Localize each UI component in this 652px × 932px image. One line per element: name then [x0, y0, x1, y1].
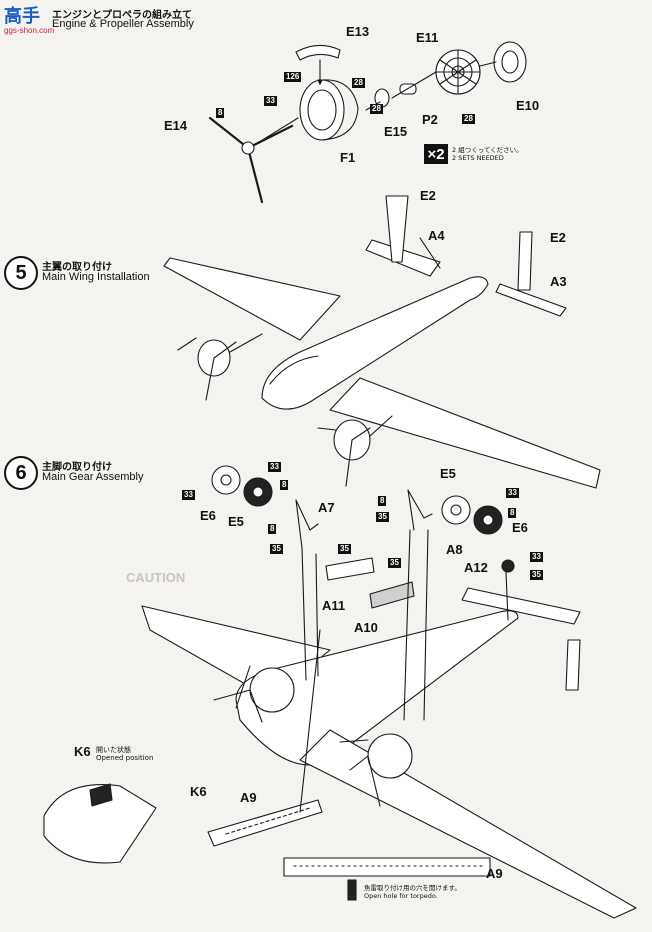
part-k6: K6	[190, 784, 207, 799]
color-code-33: 33	[264, 96, 277, 106]
wing-installation-drawing	[163, 195, 601, 489]
logo-text: 高手	[4, 6, 40, 27]
part-a3: A3	[550, 274, 567, 289]
part-a8: A8	[446, 542, 463, 557]
part-a7: A7	[318, 500, 335, 515]
color-code-35: 35	[376, 512, 389, 522]
part-p2: P2	[422, 112, 438, 127]
color-code-35: 35	[338, 544, 351, 554]
torpedo-note-jp: 魚雷取り付け用の穴を開けます。	[364, 884, 461, 892]
part-e6: E6	[200, 508, 216, 523]
opened-note-en: Opened position	[96, 754, 154, 762]
multiplier-note: 2 組つくってください。 2 SETS NEEDED	[452, 146, 523, 162]
part-a9: A9	[486, 866, 503, 881]
torpedo-note-en: Open hole for torpedo.	[364, 892, 438, 900]
part-a12: A12	[464, 560, 488, 575]
logo-site: ggs-shon.com	[4, 26, 55, 35]
color-code-28: 28	[370, 104, 383, 114]
color-code-126: 126	[284, 72, 302, 82]
part-e10: E10	[516, 98, 540, 113]
color-code-33: 33	[268, 462, 281, 472]
step5-title-en: Main Wing Installation	[42, 271, 150, 283]
part-f1: F1	[340, 150, 356, 165]
part-e6: E6	[512, 520, 528, 535]
color-code-28: 28	[352, 78, 365, 88]
step5-number: 5	[4, 256, 38, 290]
multiplier-note-jp: 2 組つくってください。	[452, 146, 523, 154]
color-code-28: 28	[462, 114, 475, 124]
step5-title-jp: 主翼の取り付け	[42, 262, 112, 273]
watermark-logo: 高手 ggs-shon.com	[4, 2, 54, 35]
step4-title-en: Engine & Propeller Assembly	[52, 18, 194, 30]
multiplier-badge: ×2	[424, 144, 448, 164]
part-e5: E5	[228, 514, 244, 529]
color-code-8: 8	[378, 496, 387, 506]
bleed-through-caution: CAUTION	[126, 570, 186, 585]
part-k6: K6	[74, 744, 91, 759]
part-a9: A9	[240, 790, 257, 805]
color-code-35: 35	[530, 570, 543, 580]
color-code-8: 8	[268, 524, 277, 534]
part-a10: A10	[354, 620, 378, 635]
part-e15: E15	[384, 124, 408, 139]
part-e11: E11	[416, 30, 439, 45]
step6-title-jp: 主脚の取り付け	[42, 462, 112, 473]
multiplier-note-en: 2 SETS NEEDED	[452, 154, 504, 162]
gear-assembly-drawing	[43, 465, 637, 919]
step4-title-jp: エンジンとプロペラの組み立て	[52, 10, 192, 21]
part-e2: E2	[420, 188, 436, 203]
color-code-8: 8	[508, 508, 517, 518]
torpedo-note: 魚雷取り付け用の穴を開けます。 Open hole for torpedo.	[364, 884, 474, 900]
color-code-8: 8	[216, 108, 225, 118]
step6-title-en: Main Gear Assembly	[42, 471, 144, 483]
part-a4: A4	[428, 228, 445, 243]
color-code-8: 8	[280, 480, 289, 490]
part-e14: E14	[164, 118, 188, 133]
color-code-33: 33	[530, 552, 543, 562]
part-e13: E13	[346, 24, 370, 39]
color-code-33: 33	[182, 490, 195, 500]
opened-position-note: 開いた状態 Opened position	[96, 746, 153, 762]
part-e5: E5	[440, 466, 456, 481]
part-a11: A11	[322, 598, 346, 613]
part-e2: E2	[550, 230, 566, 245]
color-code-33: 33	[506, 488, 519, 498]
engine-assembly-drawing	[208, 41, 527, 204]
opened-note-jp: 開いた状態	[96, 746, 131, 754]
color-code-35: 35	[388, 558, 401, 568]
step6-number: 6	[4, 456, 38, 490]
color-code-35: 35	[270, 544, 283, 554]
